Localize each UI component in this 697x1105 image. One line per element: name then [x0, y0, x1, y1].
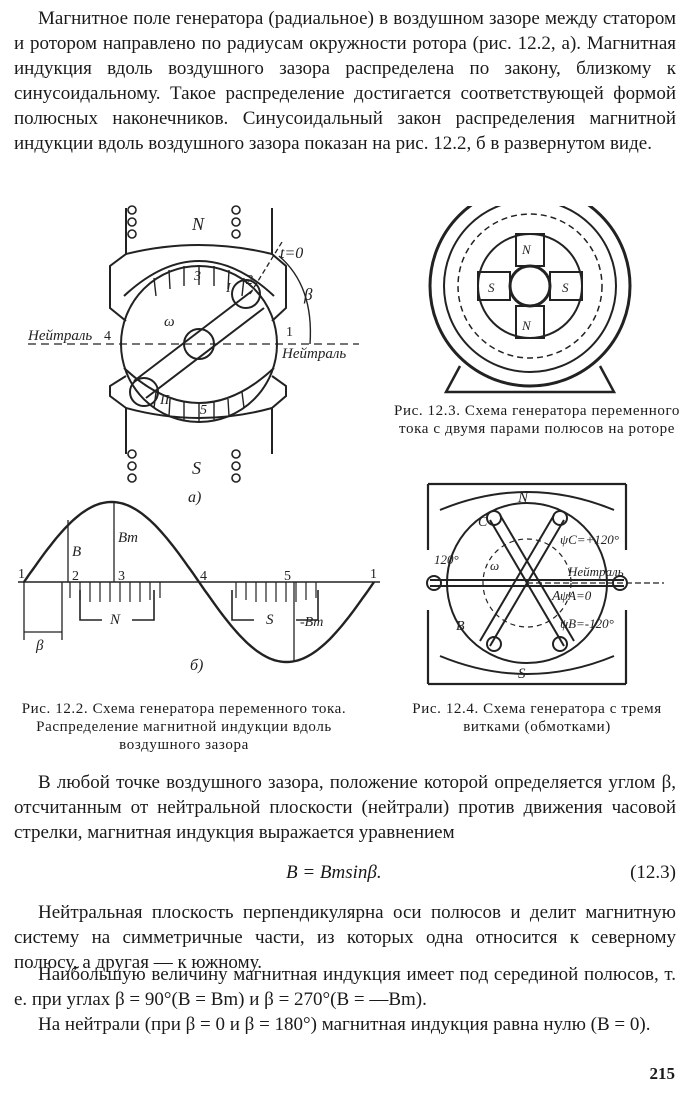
frame-top-bottom: [428, 482, 626, 686]
induction-curve: [23, 500, 375, 664]
label-t0: t=0: [280, 245, 303, 262]
paragraph-neutral-plane: Нейтральная плоскость перпендикулярна ос…: [14, 902, 676, 973]
stator-outline-left-bottom: [109, 375, 127, 454]
coil-a-bar: [430, 579, 624, 587]
coil-c-bottom: [552, 636, 568, 652]
label-figure-b: б): [190, 657, 203, 674]
label-12-4-north: N: [517, 490, 529, 506]
label-12-4-a: A: [551, 589, 561, 604]
label-b: B: [72, 544, 81, 560]
label-b-1-left: 1: [18, 567, 25, 582]
coil-c-top: [486, 510, 502, 526]
label-b-3: 3: [118, 569, 125, 584]
label-point-2: 2: [246, 273, 253, 288]
caption-12-2: Рис. 12.2. Схема генератора переменного …: [21, 701, 347, 753]
label-12-4-angle: 120°: [434, 552, 459, 567]
paragraph-max-induction: Наибольшую величину магнитная индукция и…: [14, 964, 676, 1010]
label-12-4-psi-c: ψC=+120°: [560, 532, 619, 547]
label-point-1: 1: [286, 325, 293, 340]
flux-arrows-bottom: [153, 391, 245, 422]
north-pole-face: [123, 260, 275, 297]
label-12-4-south: S: [518, 666, 526, 682]
stator-outline-right-bottom: [271, 375, 287, 454]
stator-frame: [428, 206, 632, 388]
label-12-3-south-right: S: [562, 280, 569, 295]
label-12-3-south-left: S: [488, 280, 495, 295]
t0-line: [249, 241, 283, 295]
machine-base: [443, 365, 617, 394]
label-b-south: S: [266, 612, 274, 628]
paragraph-beta-definition: В любой точке воздушного зазора, положен…: [14, 772, 676, 843]
rotor: [446, 502, 608, 664]
label-bm: Bm: [118, 530, 138, 546]
label-b-4: 4: [200, 569, 207, 584]
paragraph-zero-induction: На нейтрали (при β = 0 и β = 180°) магни…: [38, 1014, 651, 1035]
coil-b-bottom: [486, 636, 502, 652]
south-pole-outline: [231, 590, 319, 621]
label-coil-1: I: [225, 281, 232, 296]
label-neutral-left: Нейтраль: [27, 328, 92, 344]
label-b-north: N: [109, 612, 121, 628]
south-pole: [439, 655, 615, 675]
label-south: S: [192, 458, 201, 478]
coil-b-top: [552, 510, 568, 526]
label-b-1-right: 1: [370, 567, 377, 582]
label-beta: β: [303, 285, 313, 304]
label-b-beta: β: [35, 638, 44, 654]
frame-sides: [426, 484, 628, 684]
field-winding-symbols: [127, 205, 241, 483]
label-12-4-b: B: [456, 619, 465, 634]
coil-bar: [133, 290, 265, 399]
paragraph-intro: Магнитное поле генератора (радиальное) в…: [14, 8, 676, 154]
label-12-4-omega: ω: [490, 558, 499, 573]
stator-outline-left-top: [109, 208, 127, 322]
label-12-4-psi-a: ψA=0: [560, 588, 592, 603]
label-minus-bm: -Bm: [300, 615, 323, 630]
label-b-2: 2: [72, 569, 79, 584]
label-omega: ω: [164, 314, 175, 330]
label-point-4: 4: [104, 329, 111, 344]
figure-12-2a: N S t=0 β ω Нейтраль Нейтраль 4 1 3 2 5 …: [27, 205, 359, 506]
stator-slots: [457, 213, 603, 359]
coil-a-left: [426, 575, 442, 591]
figure-12-4: N S C A B 120° ω Нейтраль ψC=+120° ψA=0 …: [426, 482, 664, 686]
label-12-4-c: C: [478, 515, 488, 530]
flux-arrows-top: [153, 265, 245, 297]
rotation-path: [482, 538, 572, 628]
caption-12-3: Рис. 12.3. Схема генератора переменного …: [394, 403, 680, 437]
page-number: 215: [649, 1064, 676, 1083]
label-figure-a: а): [188, 489, 201, 506]
formula-12-3: B = Bmsinβ. (12.3): [14, 862, 676, 888]
beta-guides: [23, 582, 63, 640]
label-12-3-north-bottom: N: [521, 318, 532, 333]
label-12-3-north-top: N: [521, 242, 532, 257]
label-coil-2: II: [159, 393, 171, 408]
formula-expression: B = Bmsinβ.: [286, 862, 382, 883]
formula-number: (12.3): [630, 862, 676, 883]
label-point-3: 3: [193, 269, 201, 284]
label-b-5: 5: [284, 569, 291, 584]
label-12-4-psi-b: ψB=-120°: [560, 616, 614, 631]
coil-side-1: [231, 279, 261, 309]
flux-ticks-north: [69, 582, 161, 602]
label-point-5: 5: [200, 403, 207, 418]
rotor-shaft: [508, 264, 552, 308]
coil-side-2: [129, 377, 159, 407]
caption-12-4: Рис. 12.4. Схема генератора с тремя витк…: [412, 701, 662, 735]
beta-arc: [278, 255, 312, 345]
stator-outline-right-top: [271, 208, 287, 322]
figure-12-3: N N S S: [428, 206, 632, 394]
label-north: N: [191, 214, 205, 234]
flux-ticks-south: [235, 582, 317, 602]
stator-core: [443, 206, 617, 373]
north-pole: [439, 491, 615, 511]
north-pole-shoe: [125, 244, 273, 255]
label-neutral-right: Нейтраль: [281, 346, 346, 362]
figure-12-2b: 1 2 3 4 5 1 B Bm -Bm N S β б): [18, 500, 380, 674]
label-12-4-neutral: Нейтраль: [567, 564, 624, 579]
rotor-poles: [477, 233, 583, 339]
